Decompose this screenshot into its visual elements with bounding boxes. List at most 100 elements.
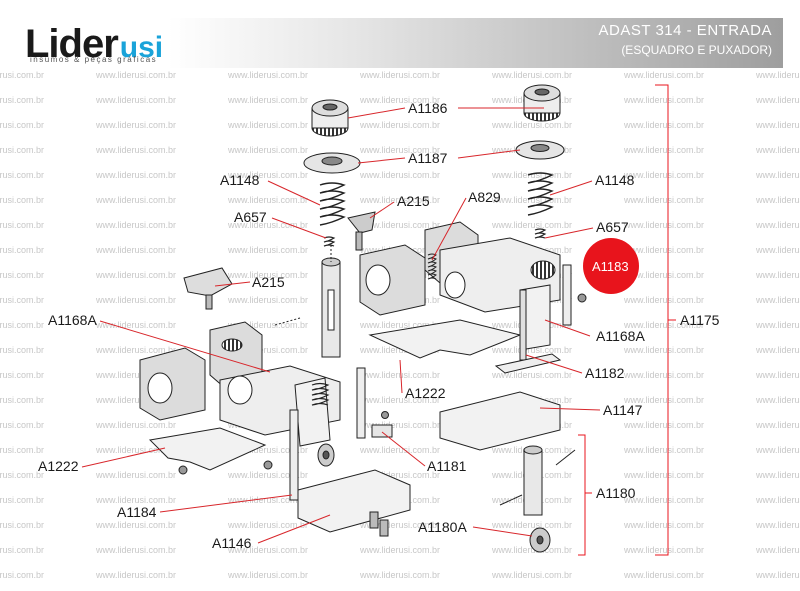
shaft-left — [321, 245, 341, 358]
small-spring-a657-right — [534, 228, 547, 239]
watermark-text: www.liderusi.com.br — [0, 220, 45, 230]
washer-a1187-left — [303, 152, 361, 174]
page-title: ADAST 314 - ENTRADA — [598, 22, 772, 39]
label-a657-right: A657 — [596, 219, 629, 235]
watermark-text: www.liderusi.com.br — [96, 245, 177, 255]
watermark-text: www.liderusi.com.br — [360, 95, 441, 105]
watermark-text: www.liderusi.com.br — [624, 395, 705, 405]
logo-accent-text: usi — [119, 31, 164, 64]
assembly-bracket-a1180 — [578, 434, 592, 556]
watermark-text: www.liderusi.com.br — [756, 370, 800, 380]
watermark-text: www.liderusi.com.br — [0, 470, 45, 480]
watermark-text: www.liderusi.com.br — [492, 120, 573, 130]
watermark-text: www.liderusi.com.br — [0, 395, 45, 405]
watermark-text: www.liderusi.com.br — [96, 470, 177, 480]
watermark-text: www.liderusi.com.br — [360, 420, 441, 430]
watermark-text: www.liderusi.com.br — [492, 70, 573, 80]
watermark-text: www.liderusi.com.br — [624, 345, 705, 355]
strap-a1168a-right — [519, 264, 587, 361]
watermark-text: www.liderusi.com.br — [96, 295, 177, 305]
label-a1146: A1146 — [212, 535, 252, 551]
watermark-text: www.liderusi.com.br — [228, 570, 309, 580]
watermark-text: www.liderusi.com.br — [0, 145, 45, 155]
watermark-text: www.liderusi.com.br — [360, 345, 441, 355]
watermark-text: www.liderusi.com.br — [492, 220, 573, 230]
label-a1187: A1187 — [408, 150, 448, 166]
label-a1180a: A1180A — [418, 519, 467, 535]
watermark-text: www.liderusi.com.br — [96, 395, 177, 405]
knob-a1186-right — [523, 84, 561, 122]
watermark-text: www.liderusi.com.br — [492, 195, 573, 205]
watermark-text: www.liderusi.com.br — [624, 545, 705, 555]
watermark-text: www.liderusi.com.br — [756, 295, 800, 305]
watermark-text: www.liderusi.com.br — [492, 170, 573, 180]
pin-a215-left — [183, 267, 233, 310]
watermark-text: www.liderusi.com.br — [624, 420, 705, 430]
watermark-text: www.liderusi.com.br — [624, 70, 705, 80]
watermark-text: www.liderusi.com.br — [0, 545, 45, 555]
watermark-text: www.liderusi.com.br — [624, 495, 705, 505]
company-logo: Liderusi — [25, 22, 163, 67]
watermark-text: www.liderusi.com.br — [756, 120, 800, 130]
watermark-text: www.liderusi.com.br — [756, 220, 800, 230]
watermark-text: www.liderusi.com.br — [0, 195, 45, 205]
shaft-a1180 — [499, 445, 576, 516]
watermark-text: www.liderusi.com.br — [228, 120, 309, 130]
spring-left-lower — [311, 382, 330, 406]
roller-a1180a — [529, 527, 551, 553]
logo-tagline: insumos & peças gráficas — [30, 55, 158, 64]
watermark-text: www.liderusi.com.br — [624, 270, 705, 280]
watermark-text: www.liderusi.com.br — [0, 345, 45, 355]
watermark-text: www.liderusi.com.br — [624, 145, 705, 155]
watermark-text: www.liderusi.com.br — [624, 195, 705, 205]
watermark-text: www.liderusi.com.br — [360, 120, 441, 130]
label-a215-left: A215 — [252, 274, 285, 290]
watermark-text: www.liderusi.com.br — [228, 95, 309, 105]
watermark-text: www.liderusi.com.br — [228, 245, 309, 255]
watermark-text: www.liderusi.com.br — [756, 520, 800, 530]
watermark-text: www.liderusi.com.br — [360, 470, 441, 480]
label-a1182: A1182 — [585, 365, 625, 381]
logo-main-text: Lider — [25, 22, 119, 66]
label-a829: A829 — [468, 189, 501, 205]
watermark-text: www.liderusi.com.br — [0, 320, 45, 330]
watermark-text: www.liderusi.com.br — [96, 195, 177, 205]
watermark-text: www.liderusi.com.br — [228, 470, 309, 480]
watermark-text: www.liderusi.com.br — [96, 370, 177, 380]
watermark-text: www.liderusi.com.br — [624, 445, 705, 455]
watermark-text: www.liderusi.com.br — [228, 445, 309, 455]
watermark-text: www.liderusi.com.br — [228, 195, 309, 205]
plate-a1222-center — [368, 319, 522, 359]
watermark-text: www.liderusi.com.br — [0, 170, 45, 180]
label-a1222-center: A1222 — [405, 385, 446, 401]
watermark-text: www.liderusi.com.br — [0, 570, 45, 580]
watermark-text: www.liderusi.com.br — [228, 270, 309, 280]
watermark-text: www.liderusi.com.br — [360, 370, 441, 380]
bracket-block-upper-right — [359, 221, 561, 351]
watermark-text: www.liderusi.com.br — [360, 545, 441, 555]
label-a1148-right: A1148 — [595, 172, 635, 188]
roller-left — [317, 443, 335, 467]
watermark-text: www.liderusi.com.br — [624, 120, 705, 130]
label-a1181: A1181 — [427, 458, 467, 474]
watermark-text: www.liderusi.com.br — [96, 495, 177, 505]
watermark-text: www.liderusi.com.br — [624, 220, 705, 230]
label-a215-top: A215 — [397, 193, 430, 209]
watermark-text: www.liderusi.com.br — [228, 70, 309, 80]
watermark-text: www.liderusi.com.br — [756, 570, 800, 580]
watermark-text: www.liderusi.com.br — [0, 520, 45, 530]
watermark-text: www.liderusi.com.br — [228, 295, 309, 305]
watermark-text: www.liderusi.com.br — [756, 170, 800, 180]
watermark-text: www.liderusi.com.br — [228, 520, 309, 530]
watermark-text: www.liderusi.com.br — [756, 320, 800, 330]
spring-a1148-left — [319, 182, 346, 226]
watermark-text: www.liderusi.com.br — [0, 245, 45, 255]
spring-a829 — [427, 253, 437, 280]
watermark-text: www.liderusi.com.br — [360, 395, 441, 405]
watermark-text: www.liderusi.com.br — [0, 370, 45, 380]
watermark-text: www.liderusi.com.br — [624, 370, 705, 380]
watermark-text: www.liderusi.com.br — [360, 195, 441, 205]
watermark-text: www.liderusi.com.br — [96, 70, 177, 80]
watermark-text: www.liderusi.com.br — [360, 320, 441, 330]
plate-a1147 — [439, 391, 561, 451]
